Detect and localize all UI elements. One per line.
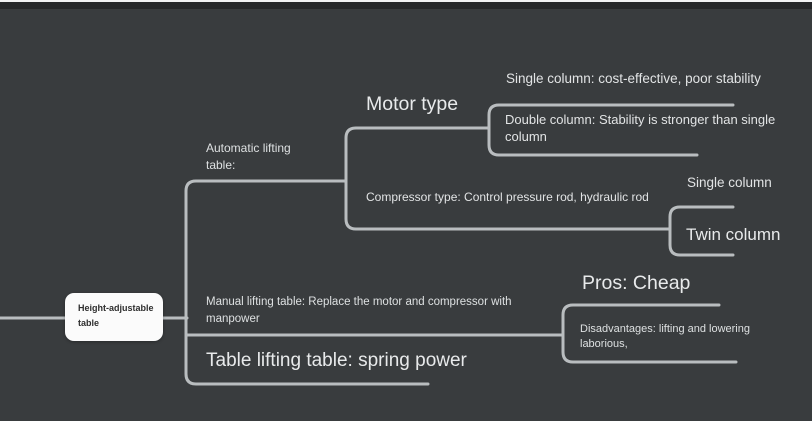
connector-automatic-bracket bbox=[344, 126, 672, 231]
topic-motor-single-column[interactable]: Single column: cost-effective, poor stab… bbox=[506, 71, 761, 86]
topic-pros-cheap[interactable]: Pros: Cheap bbox=[582, 272, 691, 294]
connector-motor-children-bracket bbox=[487, 103, 735, 157]
topic-compressor-single-column[interactable]: Single column bbox=[687, 175, 772, 190]
topic-motor-double-column[interactable]: Double column: Stability is stronger tha… bbox=[505, 112, 776, 144]
topic-table-lifting-table[interactable]: Table lifting table: spring power bbox=[206, 350, 467, 371]
topic-disadvantages[interactable]: Disadvantages: lifting and lowering labo… bbox=[580, 323, 750, 350]
connector-compressor-children-bracket bbox=[668, 205, 735, 257]
connector-spine bbox=[184, 179, 430, 386]
top-window-edge bbox=[0, 0, 812, 2]
topic-automatic-lifting-table[interactable]: Automatic lifting table: bbox=[206, 141, 291, 172]
topic-motor-type[interactable]: Motor type bbox=[366, 93, 459, 115]
topic-root-height-adjustable-table[interactable]: Height-adjustable table bbox=[65, 293, 163, 341]
topic-compressor-twin-column[interactable]: Twin column bbox=[686, 225, 781, 244]
top-toolbar-strip bbox=[0, 2, 812, 9]
connector-manual-children-bracket bbox=[561, 303, 738, 364]
topic-compressor-type[interactable]: Compressor type: Control pressure rod, h… bbox=[366, 190, 649, 204]
topic-manual-lifting-table[interactable]: Manual lifting table: Replace the motor … bbox=[206, 296, 512, 325]
